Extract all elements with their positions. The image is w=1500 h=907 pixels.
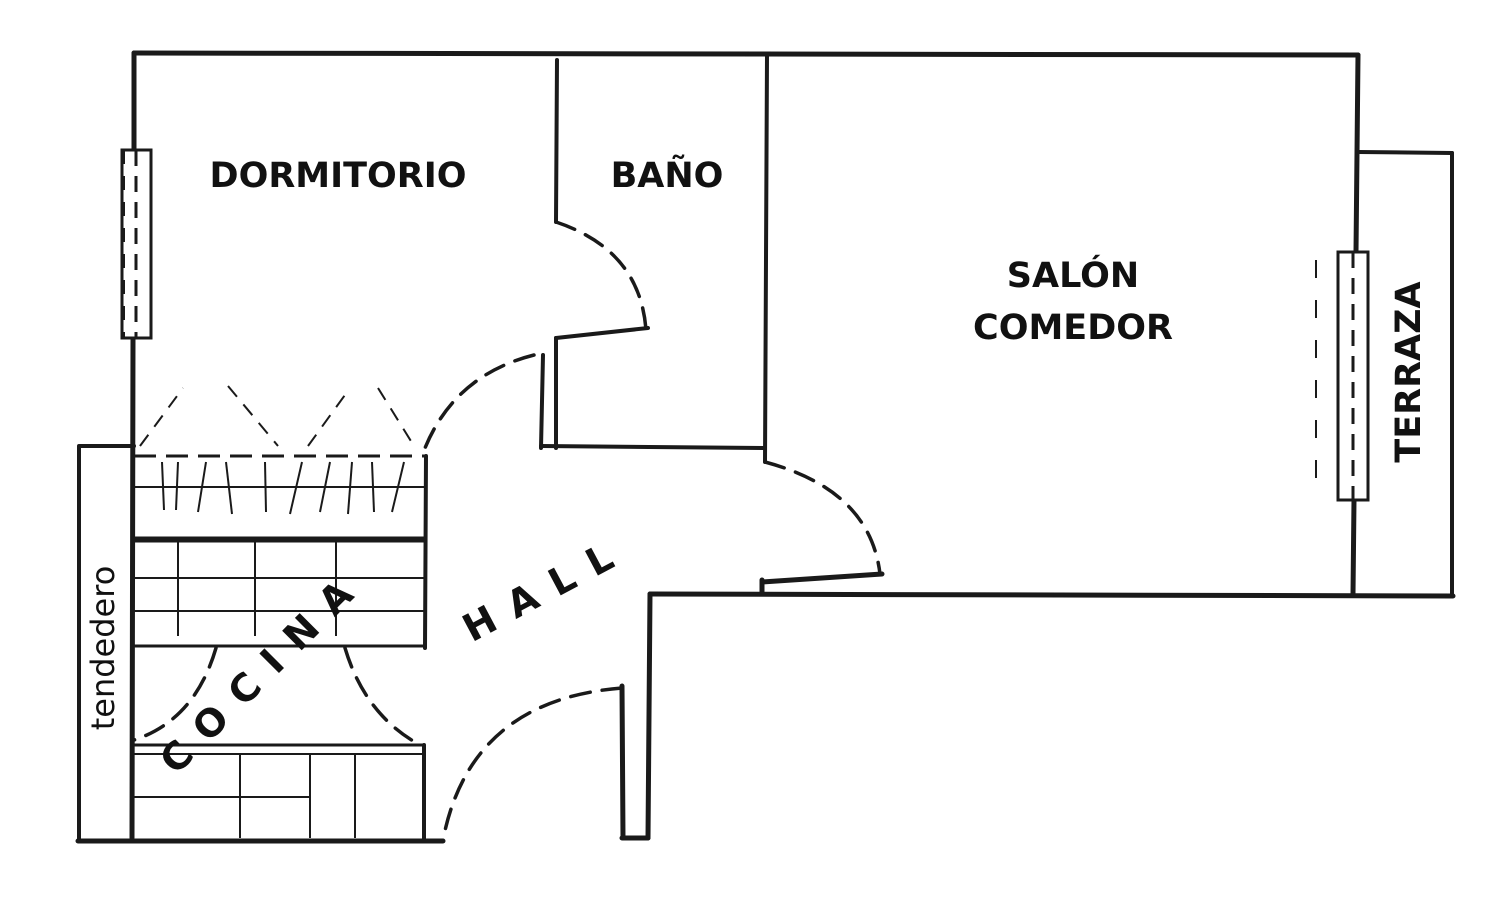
wardrobe-hangers <box>161 461 405 515</box>
door-swing-bano <box>554 220 648 332</box>
wardrobe-door-swings <box>139 385 415 447</box>
wall-hall-right-inner <box>619 683 626 841</box>
label-cocina: COCINA <box>151 559 374 782</box>
label-terraza: TERRAZA <box>1389 281 1429 462</box>
label-comedor: COMEDOR <box>973 308 1173 348</box>
wall-kitchen-right-upper <box>423 454 428 650</box>
door-swing-cocina-right <box>343 646 422 747</box>
wall-bath-left-upper <box>554 58 559 224</box>
door-swings <box>132 220 882 842</box>
door-swing-cocina-left <box>132 646 218 742</box>
windows <box>120 148 1370 502</box>
wardrobe <box>134 385 426 540</box>
door-swing-dormitorio <box>423 353 536 450</box>
wall-left-lower <box>129 335 136 841</box>
wall-hall-stub <box>539 353 545 450</box>
wall-salon-door-sill <box>759 571 885 585</box>
label-hall: HALL <box>455 526 636 650</box>
terraza-top <box>1356 150 1454 155</box>
kitchen-counters <box>134 539 426 838</box>
walls <box>75 50 1456 844</box>
wall-bath-door-sill <box>554 326 650 340</box>
interior-walls <box>77 53 1454 843</box>
wall-salon-bottom <box>647 591 1456 599</box>
label-dormitorio: DORMITORIO <box>210 156 467 196</box>
wall-right-lower <box>1350 497 1357 597</box>
wall-hall-right <box>645 591 653 841</box>
label-salon: SALÓN <box>1007 254 1139 296</box>
label-tendedero: tendedero <box>84 566 122 731</box>
door-swing-salon <box>763 460 882 576</box>
wall-bath-right <box>763 53 769 464</box>
door-swing-entrada <box>441 686 624 842</box>
wall-top <box>131 50 1361 58</box>
wall-bath-bottom <box>539 444 767 450</box>
label-bano: BAÑO <box>611 154 724 196</box>
